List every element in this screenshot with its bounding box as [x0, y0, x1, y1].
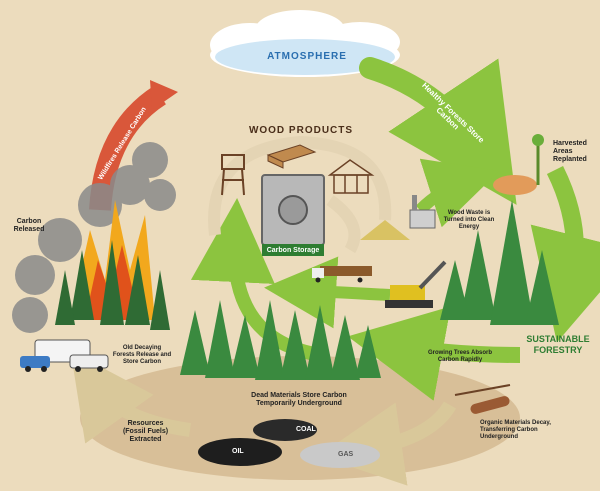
coal-deposit [253, 419, 317, 441]
carbon-storage-label: Carbon Storage [266, 247, 320, 254]
gas-deposit [300, 442, 380, 468]
central-forest [180, 300, 381, 380]
carbon-storage-vault [261, 174, 325, 256]
excavator [385, 260, 447, 308]
atmosphere-cloud [210, 10, 400, 77]
organic-decay-arrow [318, 401, 457, 486]
vehicles [20, 339, 109, 372]
growing-trees-arrow [347, 306, 521, 401]
lumber-icon [266, 144, 317, 169]
atmosphere-label: ATMOSPHERE [267, 51, 347, 62]
smoke-cloud [12, 142, 176, 333]
inner-arrow-2 [264, 256, 391, 329]
wood-products-title: WOOD PRODUCTS [248, 125, 354, 136]
resources-label: Resources (Fossil Fuels) Extracted [122, 420, 169, 443]
chair-icon [221, 154, 245, 196]
wood-chip-pile [360, 220, 410, 240]
growing-trees-label: Growing Trees Absorb Carbon Rapidly [427, 350, 493, 363]
gas-label: GAS [338, 451, 354, 458]
inner-arrow-1 [415, 158, 500, 228]
wood-products-loop-2 [326, 195, 361, 254]
organic-materials-label: Organic Materials Decay, Transferring Ca… [480, 420, 551, 440]
old-decaying-label: Old Decaying Forests Release and Store C… [112, 345, 172, 365]
carbon-released-label: Carbon Released [13, 218, 45, 233]
sustainable-forest [440, 200, 559, 325]
wood-waste-label: Wood Waste is Turned into Clean Energy [443, 210, 495, 230]
oil-deposit [198, 438, 282, 466]
house-frame-icon [327, 159, 375, 194]
burning-forest [55, 240, 170, 330]
fossil-extract-arrow [70, 350, 191, 444]
fallen-logs [454, 384, 511, 414]
factory-icon [360, 195, 436, 240]
harvested-label: Harvested Areas Replanted [553, 140, 587, 163]
sustainable-forestry-label: SUSTAINABLE FORESTRY [526, 334, 590, 355]
healthy-forests-arrow [359, 57, 517, 205]
oil-label: OIL [232, 448, 244, 455]
wood-products-loop [208, 135, 392, 236]
right-cycle-arrow [530, 165, 600, 343]
hand-seedling-icon [493, 134, 544, 195]
wildfire-arrow-head [150, 80, 178, 110]
coal-label: COAL [296, 426, 316, 433]
logging-truck [312, 266, 372, 283]
dead-materials-label: Dead Materials Store Carbon Temporarily … [251, 392, 347, 407]
